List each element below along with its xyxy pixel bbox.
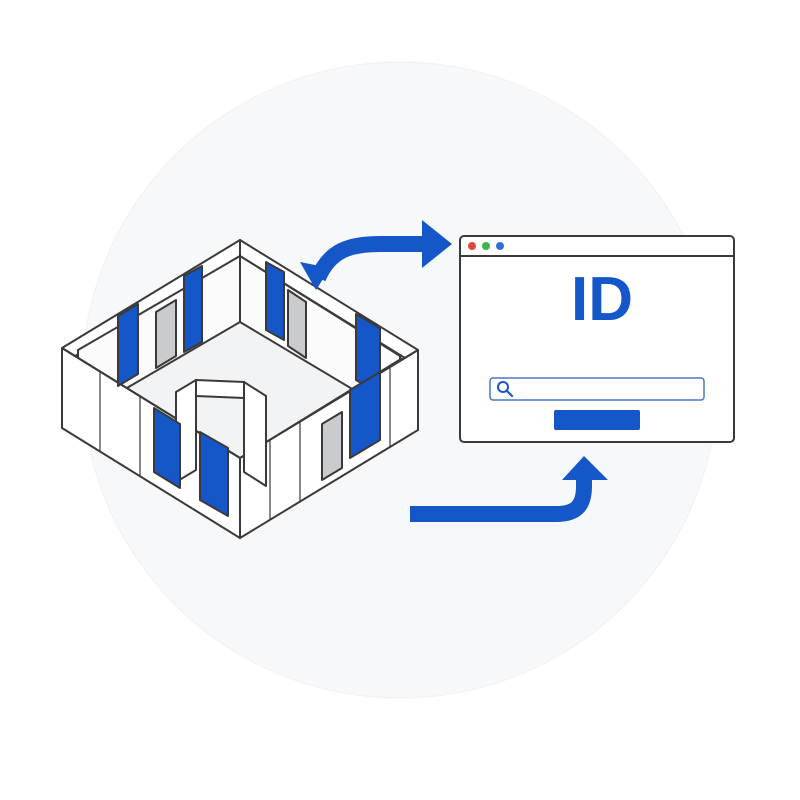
blue-panel-1 xyxy=(117,303,139,387)
partition-3 xyxy=(195,379,245,399)
door-3 xyxy=(321,411,343,481)
window-dot-red xyxy=(468,242,476,250)
wall-top-inner-edge xyxy=(77,357,403,459)
search-icon xyxy=(497,381,514,398)
partition-2 xyxy=(243,381,267,487)
blue-panel-7 xyxy=(349,371,381,459)
door-1 xyxy=(155,299,177,369)
door-2 xyxy=(287,289,307,359)
browser-window: ID xyxy=(459,235,735,443)
arrow-up-curve-icon xyxy=(410,456,608,522)
window-dot-blue xyxy=(496,242,504,250)
search-input[interactable] xyxy=(489,377,705,401)
blue-panel-5 xyxy=(153,407,181,489)
window-dot-green xyxy=(482,242,490,250)
id-heading: ID xyxy=(571,265,633,334)
blue-panel-3 xyxy=(265,261,285,341)
blue-panel-6 xyxy=(199,431,229,517)
floor-plan xyxy=(61,239,419,539)
blue-panel-2 xyxy=(183,265,203,353)
submit-button[interactable] xyxy=(554,410,640,430)
arrow-left-icon xyxy=(300,262,330,290)
